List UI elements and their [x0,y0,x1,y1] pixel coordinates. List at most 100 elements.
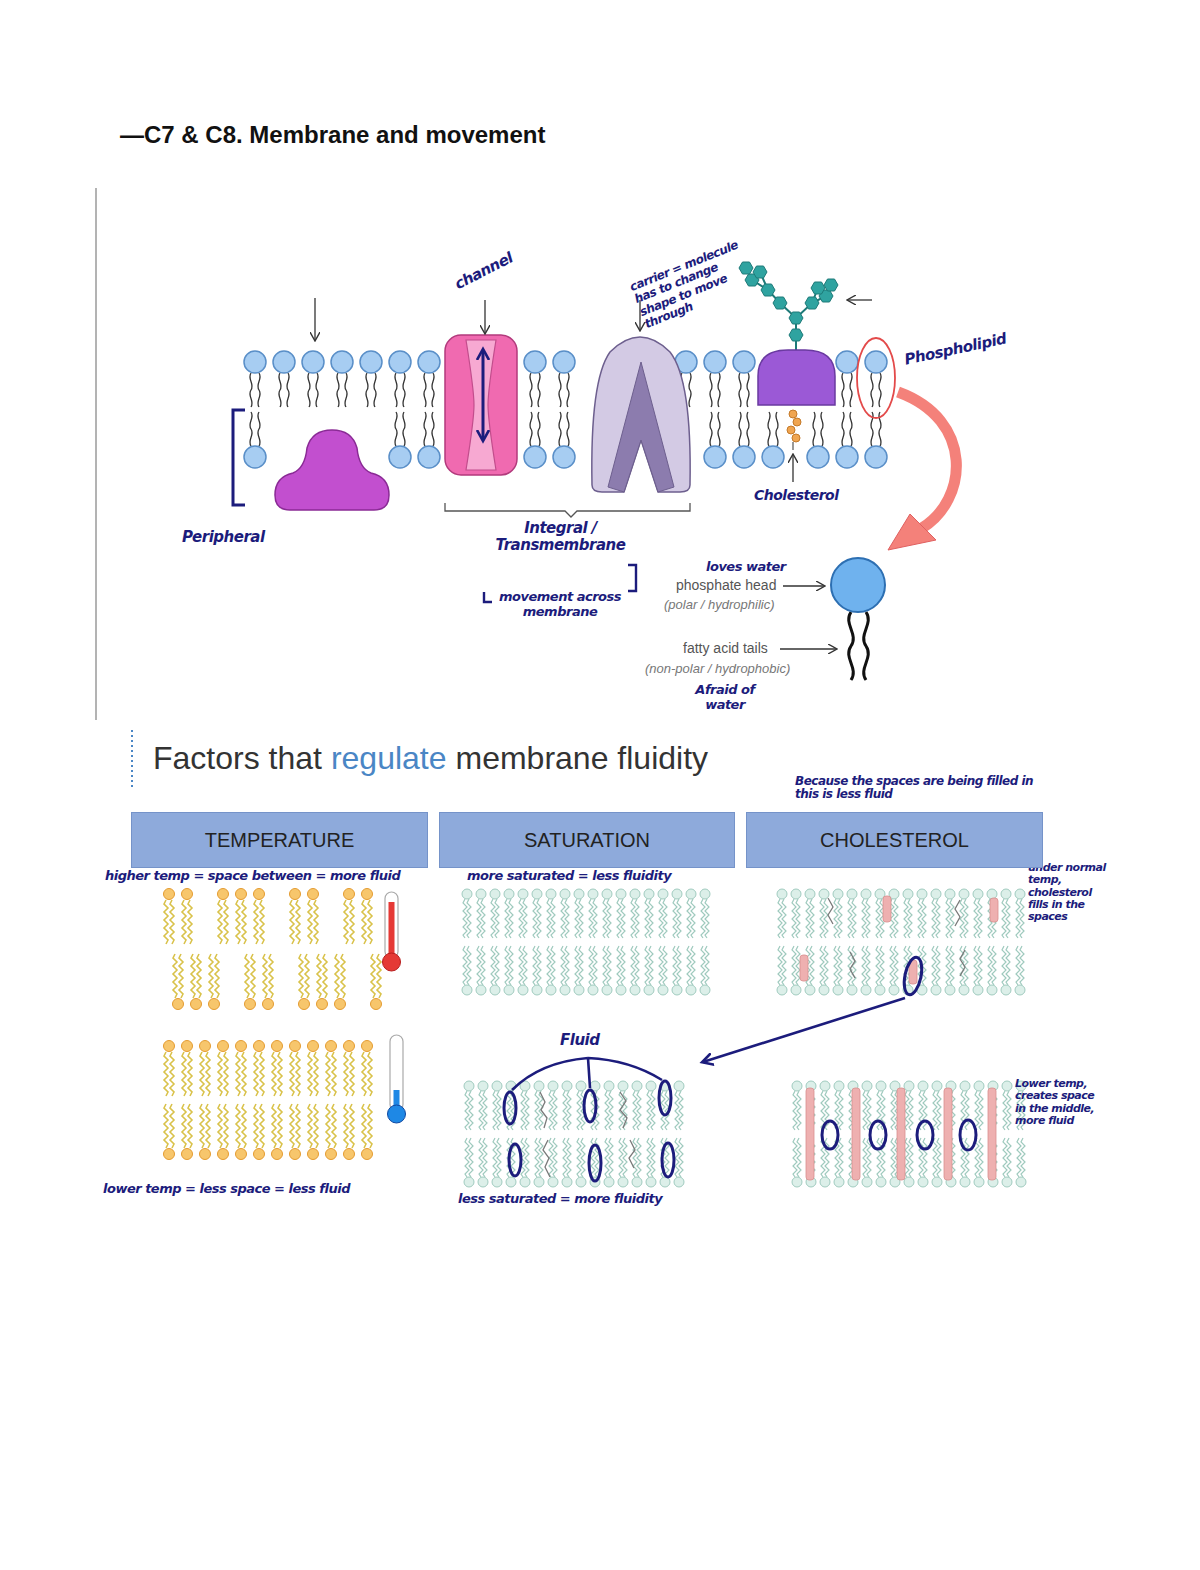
cholesterol-molecule [852,1088,860,1180]
peripheral-protein [275,430,389,510]
glycoprotein [805,297,819,309]
bilayer-warm [241,950,277,1010]
bilayer-warm [169,950,385,1010]
highlight-oval [589,1145,601,1181]
bilayer-cholesterol-cold [790,1080,1028,1188]
cholesterol-molecule [990,898,998,922]
enlarged-phospholipid [831,558,885,612]
bilayer-saturated [460,888,712,996]
part-label: phosphate head [676,578,776,594]
membrane-top-leaflet [244,351,887,407]
cholesterol-molecule [897,1088,905,1180]
cholesterol-molecule [800,896,998,984]
pointer-line [512,1058,662,1090]
bilayer-unsaturated [462,1080,686,1188]
margin-line [95,188,97,720]
annotation: Lower temp, creates space in the middle,… [1015,1078,1103,1127]
membrane-top-leaflet [733,351,755,407]
header-box: TEMPERATURE [131,812,428,868]
annotation: loves water [706,560,786,575]
glycoprotein [773,297,787,309]
pointer-arrow [780,648,836,649]
heading-row: Factors thatregulatemembrane fluidity [153,740,708,777]
header-text: SATURATION [524,829,650,852]
thermometer-hot [383,953,401,971]
glycoprotein [739,262,753,274]
membrane-top-leaflet [704,351,726,407]
cholesterol-molecule [792,434,800,442]
annotation: carrier = molecule has to change shape t… [628,238,758,332]
thermometer-cold [388,1105,406,1123]
section-heading: regulate [331,740,447,777]
curved-arrow [898,392,956,528]
cholesterol-molecule [792,442,793,450]
bilayer-saturated [460,888,712,996]
highlight-ellipse [857,338,895,418]
header-box: SATURATION [439,812,735,868]
kinked-tail [828,898,965,978]
bilayer-cold [160,1040,376,1160]
glycoprotein [824,279,838,291]
bilayer-warm [367,950,385,1010]
cholesterol-molecule [787,426,795,434]
brace [445,503,690,517]
channel-protein [445,335,517,475]
glycoprotein [789,312,803,324]
glycoprotein [752,272,826,350]
highlight-oval [504,1092,516,1124]
annotation: Because the spaces are being filled in t… [795,775,1035,802]
pointer-arrow [792,455,793,482]
pointer-arrow [703,998,905,1062]
membrane-bottom-leaflet [807,412,829,468]
annotation: Integral / Transmembrane [488,520,633,554]
thermometer-hot [383,892,401,971]
carrier-protein [592,337,690,492]
cholesterol-molecule [787,410,801,450]
glycoprotein [811,282,825,294]
curved-arrow-head [888,514,936,550]
cholesterol-molecule [883,896,891,922]
membrane-top-leaflet [360,351,382,407]
annotation: lower temp = less space = less fluid [103,1182,350,1197]
highlight-oval [960,1120,976,1150]
membrane-bottom-leaflet [418,412,440,468]
pointer-arrow [783,585,824,586]
cholesterol-molecule [793,418,801,426]
enlarged-phospholipid [849,612,854,680]
thermometer-cold [388,1035,406,1123]
dotted-rule [131,730,133,790]
enlarged-phospholipid [864,612,869,680]
bilayer-warm [160,888,196,948]
membrane-top-leaflet [389,351,411,407]
highlight-oval [917,1121,933,1149]
annotation: higher temp = space between = more fluid [105,869,400,884]
double-arrow [482,350,485,440]
glycoprotein [739,262,838,405]
membrane-top-leaflet [836,351,858,407]
kinked-tail [540,1092,635,1177]
bilayer-unsaturated [462,1080,686,1188]
cholesterol-molecule [988,1088,996,1180]
cholesterol-molecule [944,1088,952,1180]
bilayer-warm [160,888,376,948]
part-label: (polar / hydrophilic) [664,598,775,613]
membrane-top-leaflet [331,351,353,407]
header-text: CHOLESTEROL [820,829,969,852]
annotation: less saturated = more fluidity [458,1192,662,1207]
channel-protein [445,335,517,475]
cholesterol-molecule [806,1088,996,1180]
pointer-arrow [484,300,485,333]
highlight-oval [509,1144,521,1176]
bilayer-cholesterol [775,888,1027,996]
cholesterol-molecule [806,1088,814,1180]
membrane-bottom-leaflet [524,412,546,468]
membrane-bottom-leaflet [553,412,575,468]
annotation: Fluid [560,1032,599,1049]
channel-protein [466,340,496,470]
annotation: more saturated = less fluidity [467,869,671,884]
glycoprotein [753,266,767,278]
part-label: (non-polar / hydrophobic) [645,662,790,677]
membrane-top-leaflet [244,351,266,407]
annotation: channel [452,249,516,293]
